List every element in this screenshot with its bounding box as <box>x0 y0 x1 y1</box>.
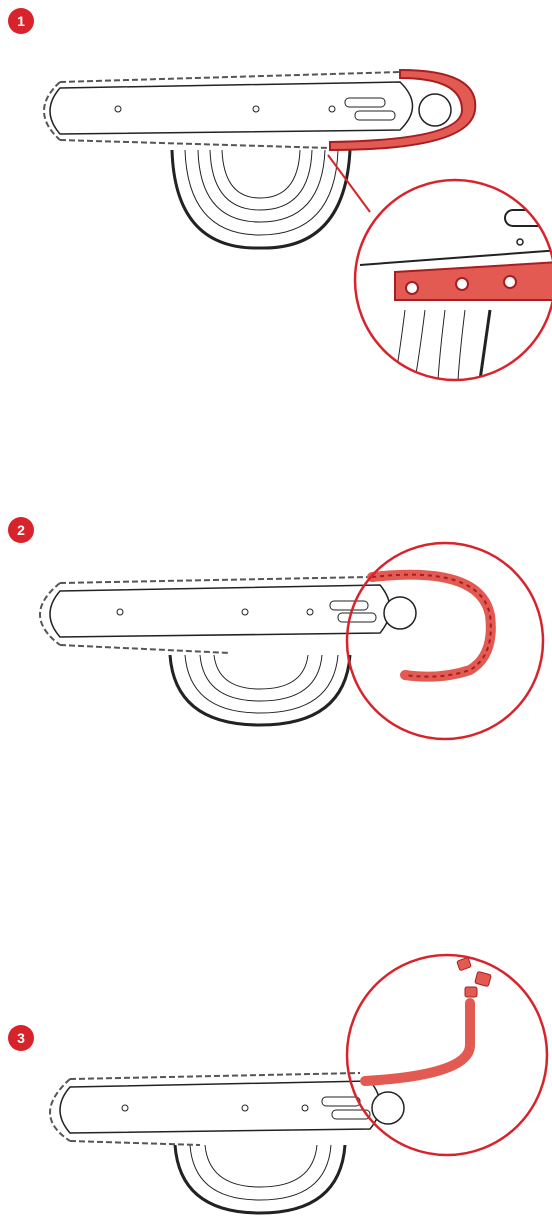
guide-bar <box>50 82 413 134</box>
sprocket-icon <box>372 1092 404 1124</box>
zoom-circle <box>347 543 543 739</box>
sprocket-icon <box>419 94 451 126</box>
broken-red-chain <box>365 1003 470 1081</box>
broken-link-3 <box>465 987 477 997</box>
step-1: 1 <box>0 0 552 400</box>
broken-link-1 <box>457 957 472 971</box>
zoom-circle <box>355 180 552 380</box>
log-icon <box>175 1145 345 1213</box>
step-3: 3 <box>0 955 552 1220</box>
sprocket-icon <box>384 597 416 629</box>
log-icon <box>172 150 350 248</box>
step-2-illustration <box>0 505 552 765</box>
zoom-circle <box>347 955 547 1155</box>
step-3-illustration <box>0 955 552 1220</box>
guide-bar <box>50 585 390 637</box>
broken-link-2 <box>475 971 492 986</box>
step-2: 2 <box>0 505 552 765</box>
step-1-illustration <box>0 0 552 400</box>
guide-bar <box>60 1081 380 1133</box>
log-icon <box>170 655 350 725</box>
